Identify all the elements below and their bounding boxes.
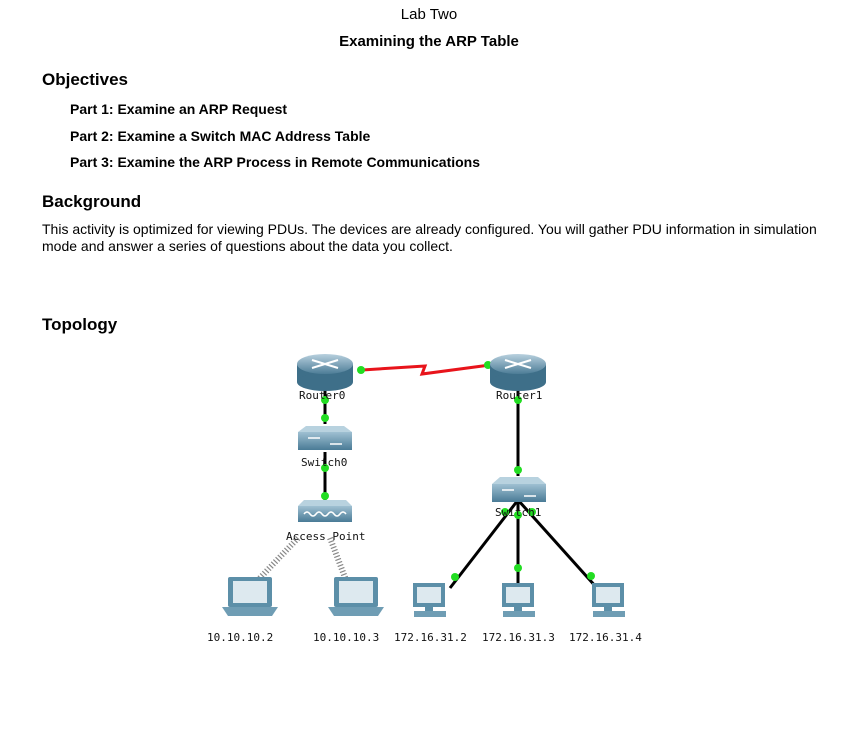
document-title: Lab Two: [400, 6, 458, 23]
switch0-icon[interactable]: [298, 426, 352, 450]
background-heading: Background: [42, 192, 142, 211]
host-ip-label: 172.16.31.2: [394, 631, 467, 644]
router0-icon[interactable]: [297, 354, 353, 391]
access-point-label: Access Point: [286, 530, 365, 543]
links: [323, 363, 599, 590]
objective-item: Part 1: Examine an ARP Request: [70, 101, 288, 117]
pc-icon[interactable]: [413, 583, 446, 617]
router1-label: Router1: [496, 389, 542, 402]
document-subtitle: Examining the ARP Table: [339, 33, 519, 50]
wireless-links: [255, 535, 349, 583]
switch1-label: Switch1: [495, 506, 541, 519]
host-ip-label: 172.16.31.4: [569, 631, 642, 644]
serial-link: [361, 363, 491, 376]
laptop-icon[interactable]: [328, 577, 384, 616]
access-point-icon[interactable]: [298, 500, 352, 522]
pc-icon[interactable]: [592, 583, 625, 617]
objective-item: Part 2: Examine a Switch MAC Address Tab…: [70, 128, 371, 144]
router1-icon[interactable]: [490, 354, 546, 391]
router0-label: Router0: [299, 389, 345, 402]
host-ip-label: 10.10.10.2: [207, 631, 273, 644]
objective-item: Part 3: Examine the ARP Process in Remot…: [70, 154, 481, 170]
pc-icon[interactable]: [502, 583, 535, 617]
background-text: This activity is optimized for viewing P…: [42, 221, 817, 254]
switch0-label: Switch0: [301, 456, 347, 469]
objectives-heading: Objectives: [42, 70, 128, 89]
host-ip-label: 172.16.31.3: [482, 631, 555, 644]
link-status-dots: [321, 361, 595, 581]
switch1-icon[interactable]: [492, 477, 546, 502]
topology-heading: Topology: [42, 315, 118, 334]
host-ip-label: 10.10.10.3: [313, 631, 379, 644]
laptop-icon[interactable]: [222, 577, 278, 616]
